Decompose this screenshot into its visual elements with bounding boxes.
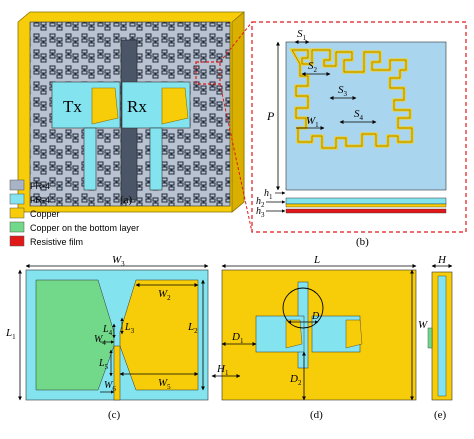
tx-label: Tx — [63, 97, 82, 116]
rx-patch — [161, 87, 189, 125]
panel-d: D L W D1 D2 H1 (d) — [211, 254, 428, 421]
left-window-patch — [285, 319, 303, 349]
cross-section-resistive — [285, 208, 447, 214]
cross-section-substrate — [285, 197, 447, 205]
legend-label-copper-bottom: Copper on the bottom layer — [30, 223, 139, 233]
zoom-connector-bottom — [219, 83, 253, 233]
panel-b-label: (b) — [356, 236, 369, 248]
w3-top-label: W3 — [112, 254, 125, 268]
l2-label: L2 — [187, 321, 198, 335]
side-view-green-strip — [427, 327, 433, 349]
top-patch — [119, 279, 199, 391]
legend-label-fr4-light: FR-4 — [30, 195, 50, 205]
legend-swatch-copper-bottom — [9, 221, 25, 233]
panel-c-label: (c) — [108, 409, 121, 421]
d-label: D — [311, 311, 320, 322]
legend-swatch-fr4-light — [9, 193, 25, 205]
side-view-inner — [437, 275, 447, 397]
zoom-connector-top — [219, 21, 253, 63]
panel-b: S1 S2 S3 S4 W1 P h1 h2 h3 (b) — [251, 21, 467, 248]
panel-e: H (e) — [427, 254, 453, 421]
l3-label: L3 — [124, 322, 135, 335]
s4-label: S4 — [354, 108, 364, 122]
s3-label: S3 — [338, 84, 348, 98]
w1-label: W1 — [306, 115, 319, 129]
s1-label: S1 — [297, 28, 307, 42]
panel-e-label: (e) — [434, 409, 447, 421]
right-window-patch — [345, 319, 363, 349]
zoom-region-box — [195, 61, 221, 85]
l1-label: L1 — [5, 327, 16, 341]
panel-c: W3 L1 W2 L2 L3 L4 W4 W5 L5 W6 (c) — [5, 254, 209, 421]
h3-label: h3 — [256, 206, 265, 219]
rx-label: Rx — [127, 97, 147, 116]
p-label: P — [266, 109, 275, 123]
cross-section-copper — [285, 203, 447, 208]
h1-label: h1 — [264, 188, 273, 201]
panel-d-label: (d) — [310, 409, 323, 421]
l-label: L — [313, 254, 320, 266]
w2-label: W2 — [158, 288, 171, 302]
h-label: H — [437, 254, 447, 266]
legend-label-resistive: Resistive film — [30, 237, 83, 247]
panel-a: Tx Rx (a) — [17, 11, 245, 213]
frame-side — [231, 11, 245, 213]
h1-label-d: H1 — [216, 363, 229, 377]
l4-label: L4 — [102, 324, 113, 337]
w-label: W — [418, 319, 428, 331]
panel-a-label: (a) — [120, 194, 133, 206]
l5-label: L5 — [98, 358, 109, 371]
legend: FR-4 FR-4 Copper Copper on the bottom la… — [9, 179, 139, 247]
tx-stand — [83, 127, 97, 191]
h2-label: h2 — [256, 196, 265, 209]
legend-swatch-copper — [9, 207, 25, 219]
unit-cell-substrate — [285, 41, 447, 191]
legend-swatch-fr4-dark — [9, 179, 25, 191]
rx-stand — [149, 127, 163, 191]
w5-label: W5 — [158, 377, 171, 391]
w6-label: W6 — [104, 380, 116, 393]
tx-patch — [91, 87, 119, 125]
legend-label-copper: Copper — [30, 209, 60, 219]
w4-label: W4 — [94, 334, 106, 347]
slot-circle — [282, 287, 324, 329]
legend-swatch-resistive — [9, 235, 25, 247]
s2-label: S2 — [308, 60, 318, 74]
legend-label-fr4-dark: FR-4 — [30, 181, 50, 191]
d1-label: D1 — [231, 331, 244, 345]
fractal-copper-outline — [291, 49, 413, 149]
d2-label: D2 — [289, 373, 302, 387]
